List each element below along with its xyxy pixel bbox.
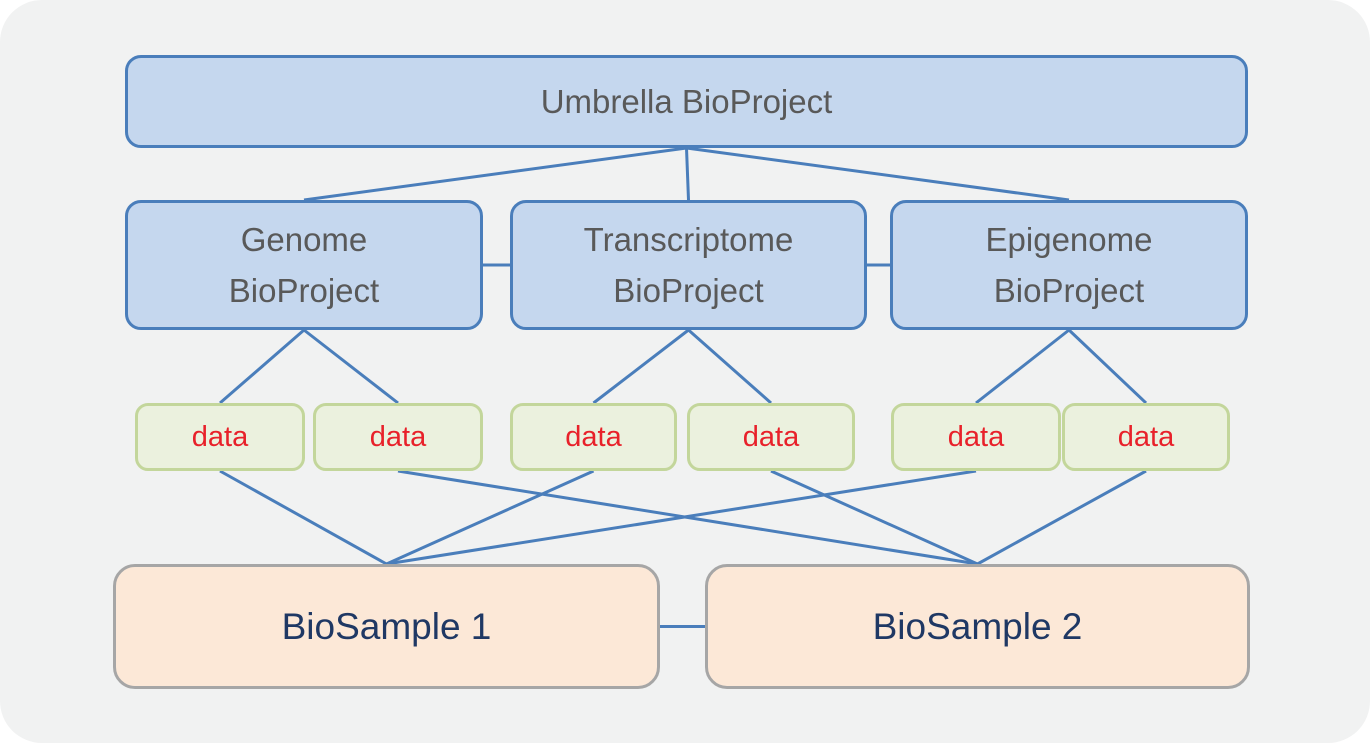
node-data-5: data	[891, 403, 1061, 471]
node-biosample-1-label: BioSample 1	[281, 605, 492, 647]
node-biosample-2-label: BioSample 2	[872, 605, 1083, 647]
node-data-5-label: data	[947, 420, 1005, 453]
node-epigenome-bioproject-label: Epigenome BioProject	[985, 220, 1153, 309]
node-genome-bioproject: Genome BioProject	[125, 200, 483, 330]
node-data-1: data	[135, 403, 305, 471]
node-data-3-label: data	[565, 420, 622, 453]
node-data-1-label: data	[191, 420, 249, 453]
node-biosample-2: BioSample 2	[705, 564, 1250, 689]
node-data-4: data	[687, 403, 855, 471]
node-data-6: data	[1062, 403, 1230, 471]
node-epigenome-bioproject: Epigenome BioProject	[890, 200, 1248, 330]
node-biosample-1: BioSample 1	[113, 564, 660, 689]
node-transcriptome-bioproject: Transcriptome BioProject	[510, 200, 867, 330]
node-genome-bioproject-label: Genome BioProject	[228, 220, 380, 309]
node-umbrella-bioproject: Umbrella BioProject	[125, 55, 1248, 148]
node-transcriptome-bioproject-label: Transcriptome BioProject	[583, 220, 794, 309]
node-data-2-label: data	[369, 420, 427, 453]
node-data-4-label: data	[742, 420, 800, 453]
node-data-2: data	[313, 403, 483, 471]
node-umbrella-bioproject-label: Umbrella BioProject	[540, 82, 833, 120]
node-data-6-label: data	[1117, 420, 1175, 453]
node-data-3: data	[510, 403, 677, 471]
